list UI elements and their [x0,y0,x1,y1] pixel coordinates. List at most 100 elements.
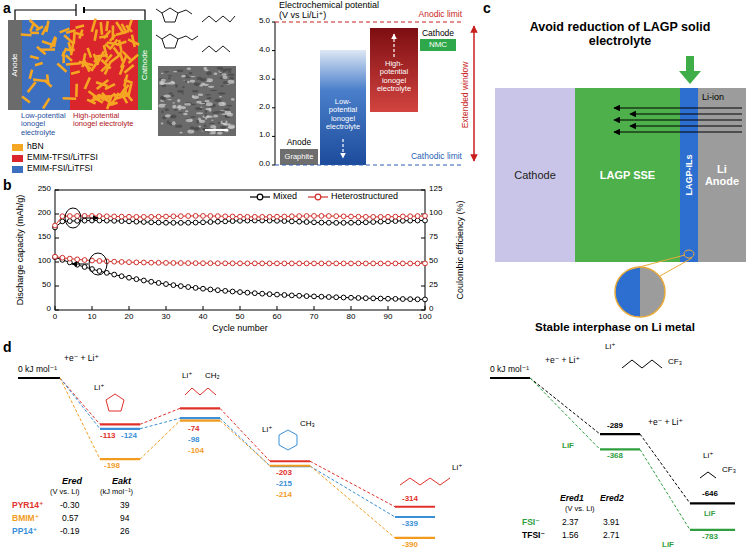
data-series [289,214,294,219]
data-series [304,214,309,219]
electrolyte-window-bar: Low-potential ionogel electrolyte [320,50,366,165]
sem-texture [224,123,230,125]
data-series [67,256,72,261]
electrolyte-region [70,20,138,110]
sem-texture [194,82,200,86]
data-series [275,292,280,297]
data-series [223,219,228,224]
text-label: Anodic limit [419,10,462,20]
data-series [230,214,235,219]
text-label: -214 [276,491,292,500]
li-ion-arrow [614,119,742,120]
sem-texture [186,119,193,122]
node-label: Anode [280,136,318,149]
text-label: Stable interphase on Li metal [535,321,695,334]
data-series [171,214,176,219]
data-series [178,220,183,225]
data-series [415,214,420,219]
data-series [223,288,228,293]
molecule-sketch [178,10,192,14]
shift-arrow [342,139,343,158]
node-label: LAGP-ILs [684,154,694,195]
energy-level [270,465,310,467]
tick-label: 5.0 [259,17,270,26]
data-series [334,295,339,300]
data-series [134,219,139,224]
data-series [408,214,413,219]
molecule-sketch [162,8,178,22]
sem-texture [169,122,175,126]
sem-texture [228,73,235,75]
anode-layer: Li Anode [698,88,746,262]
text-label: Discharge capacity (mAh/g) [15,195,25,306]
sem-texture [225,115,227,118]
window-arrow [473,26,475,161]
tick-label: 80 [347,313,356,322]
data-series [356,261,361,266]
text-label: BMIM⁺ [12,514,39,524]
sem-texture [185,110,188,112]
data-series [141,260,146,265]
sem-texture [221,120,228,123]
li-ion-arrow [630,113,742,114]
text-label: Low-potential ionogel electrolyte [21,112,71,137]
sem-texture [217,132,223,135]
sem-texture [198,126,201,128]
sem-texture [182,86,184,88]
data-series [363,261,368,266]
data-series [326,220,331,225]
data-series [119,260,124,265]
data-series [97,259,102,264]
axis-tick [314,306,315,310]
node-label: High-potential ionogel electrolyte [371,60,417,94]
hbn-flake [95,54,108,58]
text-label: LiF [562,442,574,451]
potential-axis [272,107,275,108]
sem-texture [165,109,169,112]
data-series [415,297,420,302]
text-label: -198 [104,462,120,471]
energy-connector [140,408,180,424]
zoom-inset [640,266,666,318]
text-label: Ered1 [560,494,584,504]
sem-texture [207,97,212,99]
sem-texture [223,75,228,79]
data-series [178,261,183,266]
text-label: Coulombic efficiency (%) [455,201,465,300]
data-series [193,220,198,225]
text-label: Li-ion [702,92,724,102]
hbn-flake [49,36,56,48]
data-series [164,260,169,265]
data-series [156,214,161,219]
data-series [156,220,161,225]
text-label: -0.30 [60,501,79,511]
text-label: CH₂ [205,372,220,381]
data-series [319,261,324,266]
axis-tick [421,238,425,239]
potential-axis [272,22,275,23]
energy-connector [220,408,270,461]
down-arrow [686,56,694,72]
data-series [75,262,80,267]
text-label: Li⁺ [452,464,462,473]
legend-label: Mixed [273,191,297,201]
panel-letter: c [483,1,491,17]
data-series [171,261,176,266]
text-label: Li⁺ [605,343,615,352]
sem-texture [172,102,175,103]
data-series [215,288,220,293]
tick-label: 50 [42,281,51,290]
text-label: -113 [100,432,116,441]
sem-texture [187,68,191,70]
data-series [201,214,206,219]
sem-texture [209,81,211,82]
zoom-inset [614,250,694,318]
sem-texture [187,130,194,134]
tick-label: 150 [38,233,51,242]
hbn-flake [116,31,126,36]
text-label: Eakt [112,476,131,486]
energy-level [100,423,140,425]
hbn-flake [61,47,67,57]
sem-texture [160,82,165,85]
data-series [334,261,339,266]
